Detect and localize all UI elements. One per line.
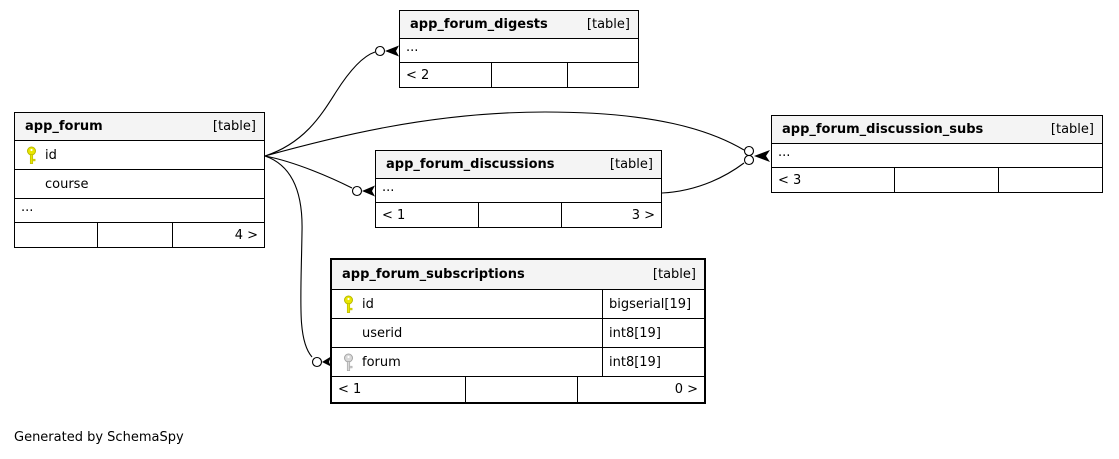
table-tag: [table] <box>609 157 653 172</box>
children-count: < 2 <box>406 67 430 83</box>
crowfoot-arrowhead <box>322 356 331 367</box>
ellipsis-row[interactable]: ... <box>400 39 638 63</box>
parents-count: 4 > <box>172 223 264 247</box>
table-app-forum-subscriptions[interactable]: app_forum_subscriptions [table] id bigse… <box>330 258 706 404</box>
table-name: app_forum_digests <box>410 17 548 32</box>
table-tag: [table] <box>212 119 256 134</box>
primary-key-icon <box>344 295 353 313</box>
table-name: app_forum_subscriptions <box>342 267 525 282</box>
column-name: userid <box>362 325 403 341</box>
table-footer: < 2 <box>400 63 638 87</box>
generated-by-note: Generated by SchemaSpy <box>14 430 184 445</box>
table-tag: [table] <box>586 17 630 32</box>
column-row-id[interactable]: id bigserial[19] <box>332 290 704 319</box>
children-count <box>15 223 97 247</box>
parents-count <box>998 168 1102 192</box>
table-name: app_forum_discussion_subs <box>782 122 984 137</box>
table-footer: < 3 <box>772 168 1102 192</box>
column-name: id <box>45 147 57 163</box>
column-name: forum <box>362 354 401 370</box>
ellipsis-row[interactable]: ... <box>376 179 661 203</box>
column-row-course[interactable]: course <box>15 170 264 199</box>
table-tag: [table] <box>652 267 696 282</box>
parents-count: 3 > <box>561 203 661 227</box>
table-header: app_forum_discussion_subs [table] <box>772 116 1102 144</box>
table-app-forum-discussion-subs[interactable]: app_forum_discussion_subs [table] ... < … <box>771 115 1103 193</box>
children-count: < 1 <box>382 207 406 223</box>
cardinality-circle <box>311 356 323 368</box>
table-header: app_forum_subscriptions [table] <box>332 260 704 290</box>
table-name: app_forum_discussions <box>386 157 555 172</box>
crowfoot-arrowhead <box>385 45 399 57</box>
table-footer: < 1 3 > <box>376 203 661 227</box>
column-row-forum[interactable]: forum int8[19] <box>332 348 704 377</box>
table-tag: [table] <box>1050 122 1094 137</box>
ellipsis-row[interactable]: ... <box>772 144 1102 168</box>
column-name: course <box>45 176 89 192</box>
parents-count: 0 > <box>577 377 704 402</box>
table-app-forum-discussions[interactable]: app_forum_discussions [table] ... < 1 3 … <box>375 150 662 228</box>
table-app-forum-digests[interactable]: app_forum_digests [table] ... < 2 <box>399 10 639 88</box>
children-count: < 1 <box>338 382 362 397</box>
edge-forum-discussion-subs <box>264 111 745 157</box>
column-name: id <box>362 296 374 312</box>
column-type: int8[19] <box>602 348 704 376</box>
edge-forum-subscriptions <box>264 155 313 358</box>
primary-key-icon <box>27 146 36 164</box>
children-count: < 3 <box>778 172 802 188</box>
crowfoot-arrowhead <box>362 185 375 197</box>
foreign-key-icon <box>344 353 353 371</box>
column-row-userid[interactable]: userid int8[19] <box>332 319 704 348</box>
edge-discussions-discussion-subs <box>661 162 745 194</box>
cardinality-circle <box>743 154 755 166</box>
ellipsis-row[interactable]: ... <box>15 199 264 223</box>
edge-forum-digests <box>264 51 376 157</box>
cardinality-circle <box>743 145 755 157</box>
column-type: int8[19] <box>602 319 704 347</box>
cardinality-circle <box>374 45 386 57</box>
table-name: app_forum <box>25 119 103 134</box>
column-type: bigserial[19] <box>602 290 704 318</box>
table-footer: 4 > <box>15 223 264 247</box>
table-footer: < 1 0 > <box>332 377 704 402</box>
cardinality-circle <box>351 185 363 197</box>
parents-count <box>567 63 638 87</box>
table-app-forum[interactable]: app_forum [table] id course ... 4 > <box>14 112 265 248</box>
table-header: app_forum [table] <box>15 113 264 141</box>
column-row-id[interactable]: id <box>15 141 264 170</box>
edge-forum-discussions <box>264 155 353 189</box>
table-header: app_forum_digests [table] <box>400 11 638 39</box>
crowfoot-arrowhead <box>754 150 770 162</box>
table-header: app_forum_discussions [table] <box>376 151 661 179</box>
